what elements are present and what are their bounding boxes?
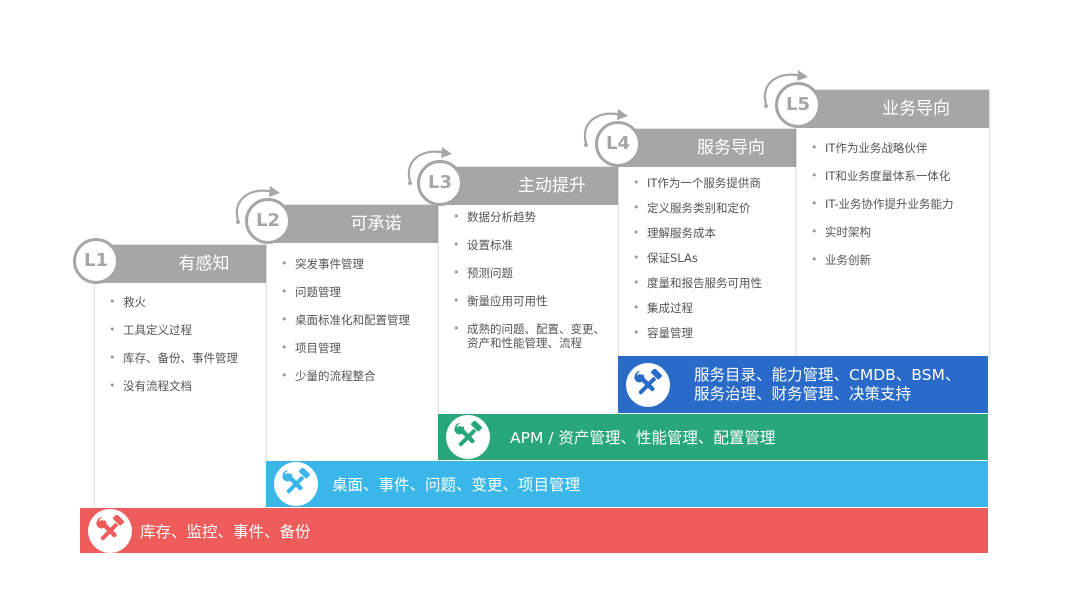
list-item: 保证SLAs — [619, 251, 797, 265]
level-badge-l1: L1 — [73, 238, 119, 284]
level-header: 业务导向 — [797, 90, 989, 128]
list-item: 项目管理 — [267, 341, 439, 355]
tool-icon-badge — [446, 415, 490, 459]
list-item: 没有流程文档 — [95, 379, 267, 393]
level-badge-l4: L4 — [595, 121, 641, 167]
wrench-hammer-icon — [282, 468, 311, 494]
list-item: IT-业务协作提升业务能力 — [797, 197, 989, 211]
tool-bar-3: APM / 资产管理、性能管理、配置管理 — [438, 414, 988, 460]
list-item: 理解服务成本 — [619, 226, 797, 240]
list-item: 集成过程 — [619, 301, 797, 315]
level-header: 服务导向 — [619, 129, 797, 167]
tool-icon-badge — [626, 362, 670, 407]
level-title: 有感知 — [178, 254, 230, 274]
level-header: 有感知 — [95, 245, 267, 283]
tool-bar-2: 桌面、事件、问题、变更、项目管理 — [266, 461, 988, 507]
list-item: 衡量应用可用性 — [439, 294, 619, 308]
list-item: 容量管理 — [619, 326, 797, 340]
level-badge-l5: L5 — [775, 82, 821, 128]
level-badge-l2: L2 — [245, 198, 291, 244]
level-item-list: 数据分析趋势 设置标准 预测问题 衡量应用可用性 成熟的问题、配置、变更、资产和… — [439, 210, 619, 364]
tool-bar-line: APM / 资产管理、性能管理、配置管理 — [510, 429, 776, 447]
level-title: 服务导向 — [697, 138, 765, 158]
level-item-list: IT作为业务战略伙伴 IT和业务度量体系一体化 IT-业务协作提升业务能力 实时… — [797, 141, 989, 281]
list-item: 问题管理 — [267, 285, 439, 299]
wrench-hammer-icon — [454, 421, 483, 447]
level-item-list: 突发事件管理 问题管理 桌面标准化和配置管理 项目管理 少量的流程整合 — [267, 257, 439, 397]
level-column-l1: 有感知 救火 工具定义过程 库存、备份、事件管理 没有流程文档 — [94, 244, 268, 510]
list-item: 工具定义过程 — [95, 323, 267, 337]
level-title: 可承诺 — [350, 214, 402, 234]
tool-bar-line: 服务治理、财务管理、决策支持 — [694, 384, 912, 403]
tool-bar-text: 桌面、事件、问题、变更、项目管理 — [332, 461, 580, 507]
list-item: 少量的流程整合 — [267, 369, 439, 383]
tool-bar-4: 服务目录、能力管理、CMDB、BSM、 服务治理、财务管理、决策支持 — [618, 356, 988, 413]
tool-icon-badge — [88, 508, 132, 553]
tool-bar-line: 桌面、事件、问题、变更、项目管理 — [332, 476, 581, 494]
level-column-l5: 业务导向 IT作为业务战略伙伴 IT和业务度量体系一体化 IT-业务协作提升业务… — [796, 89, 990, 357]
list-item: IT作为一个服务提供商 — [619, 176, 797, 190]
list-item: 实时架构 — [797, 225, 989, 239]
level-item-list: 救火 工具定义过程 库存、备份、事件管理 没有流程文档 — [95, 295, 267, 407]
tool-bar-text: 库存、监控、事件、备份 — [140, 508, 311, 553]
list-item: 定义服务类别和定价 — [619, 201, 797, 215]
list-item: IT和业务度量体系一体化 — [797, 169, 989, 183]
list-item: 成熟的问题、配置、变更、资产和性能管理、流程 — [439, 322, 619, 350]
tool-bar-line: 服务目录、能力管理、CMDB、BSM、 — [694, 365, 961, 384]
wrench-hammer-icon — [96, 514, 125, 541]
level-header: 可承诺 — [267, 205, 439, 243]
level-title: 业务导向 — [882, 99, 950, 119]
list-item: 度量和报告服务可用性 — [619, 276, 797, 290]
level-badge-l3: L3 — [417, 160, 463, 206]
level-item-list: IT作为一个服务提供商 定义服务类别和定价 理解服务成本 保证SLAs 度量和报… — [619, 176, 797, 351]
list-item: 救火 — [95, 295, 267, 309]
tool-bar-line: 库存、监控、事件、备份 — [140, 522, 311, 541]
level-column-l4: 服务导向 IT作为一个服务提供商 定义服务类别和定价 理解服务成本 保证SLAs… — [618, 128, 798, 358]
list-item: 预测问题 — [439, 266, 619, 280]
list-item: IT作为业务战略伙伴 — [797, 141, 989, 155]
level-column-l3: 主动提升 数据分析趋势 设置标准 预测问题 衡量应用可用性 成熟的问题、配置、变… — [438, 166, 620, 416]
level-column-l2: 可承诺 突发事件管理 问题管理 桌面标准化和配置管理 项目管理 少量的流程整合 — [266, 204, 440, 462]
tool-bar-text: APM / 资产管理、性能管理、配置管理 — [510, 414, 775, 460]
tool-bar-1: 库存、监控、事件、备份 — [80, 508, 988, 553]
wrench-hammer-icon — [634, 368, 663, 395]
tool-bar-text: 服务目录、能力管理、CMDB、BSM、 服务治理、财务管理、决策支持 — [694, 356, 960, 413]
list-item: 突发事件管理 — [267, 257, 439, 271]
tool-icon-badge — [274, 462, 318, 506]
list-item: 数据分析趋势 — [439, 210, 619, 224]
list-item: 业务创新 — [797, 253, 989, 267]
list-item: 设置标准 — [439, 238, 619, 252]
level-header: 主动提升 — [439, 167, 619, 205]
level-title: 主动提升 — [518, 176, 586, 196]
list-item: 库存、备份、事件管理 — [95, 351, 267, 365]
list-item: 桌面标准化和配置管理 — [267, 313, 439, 327]
